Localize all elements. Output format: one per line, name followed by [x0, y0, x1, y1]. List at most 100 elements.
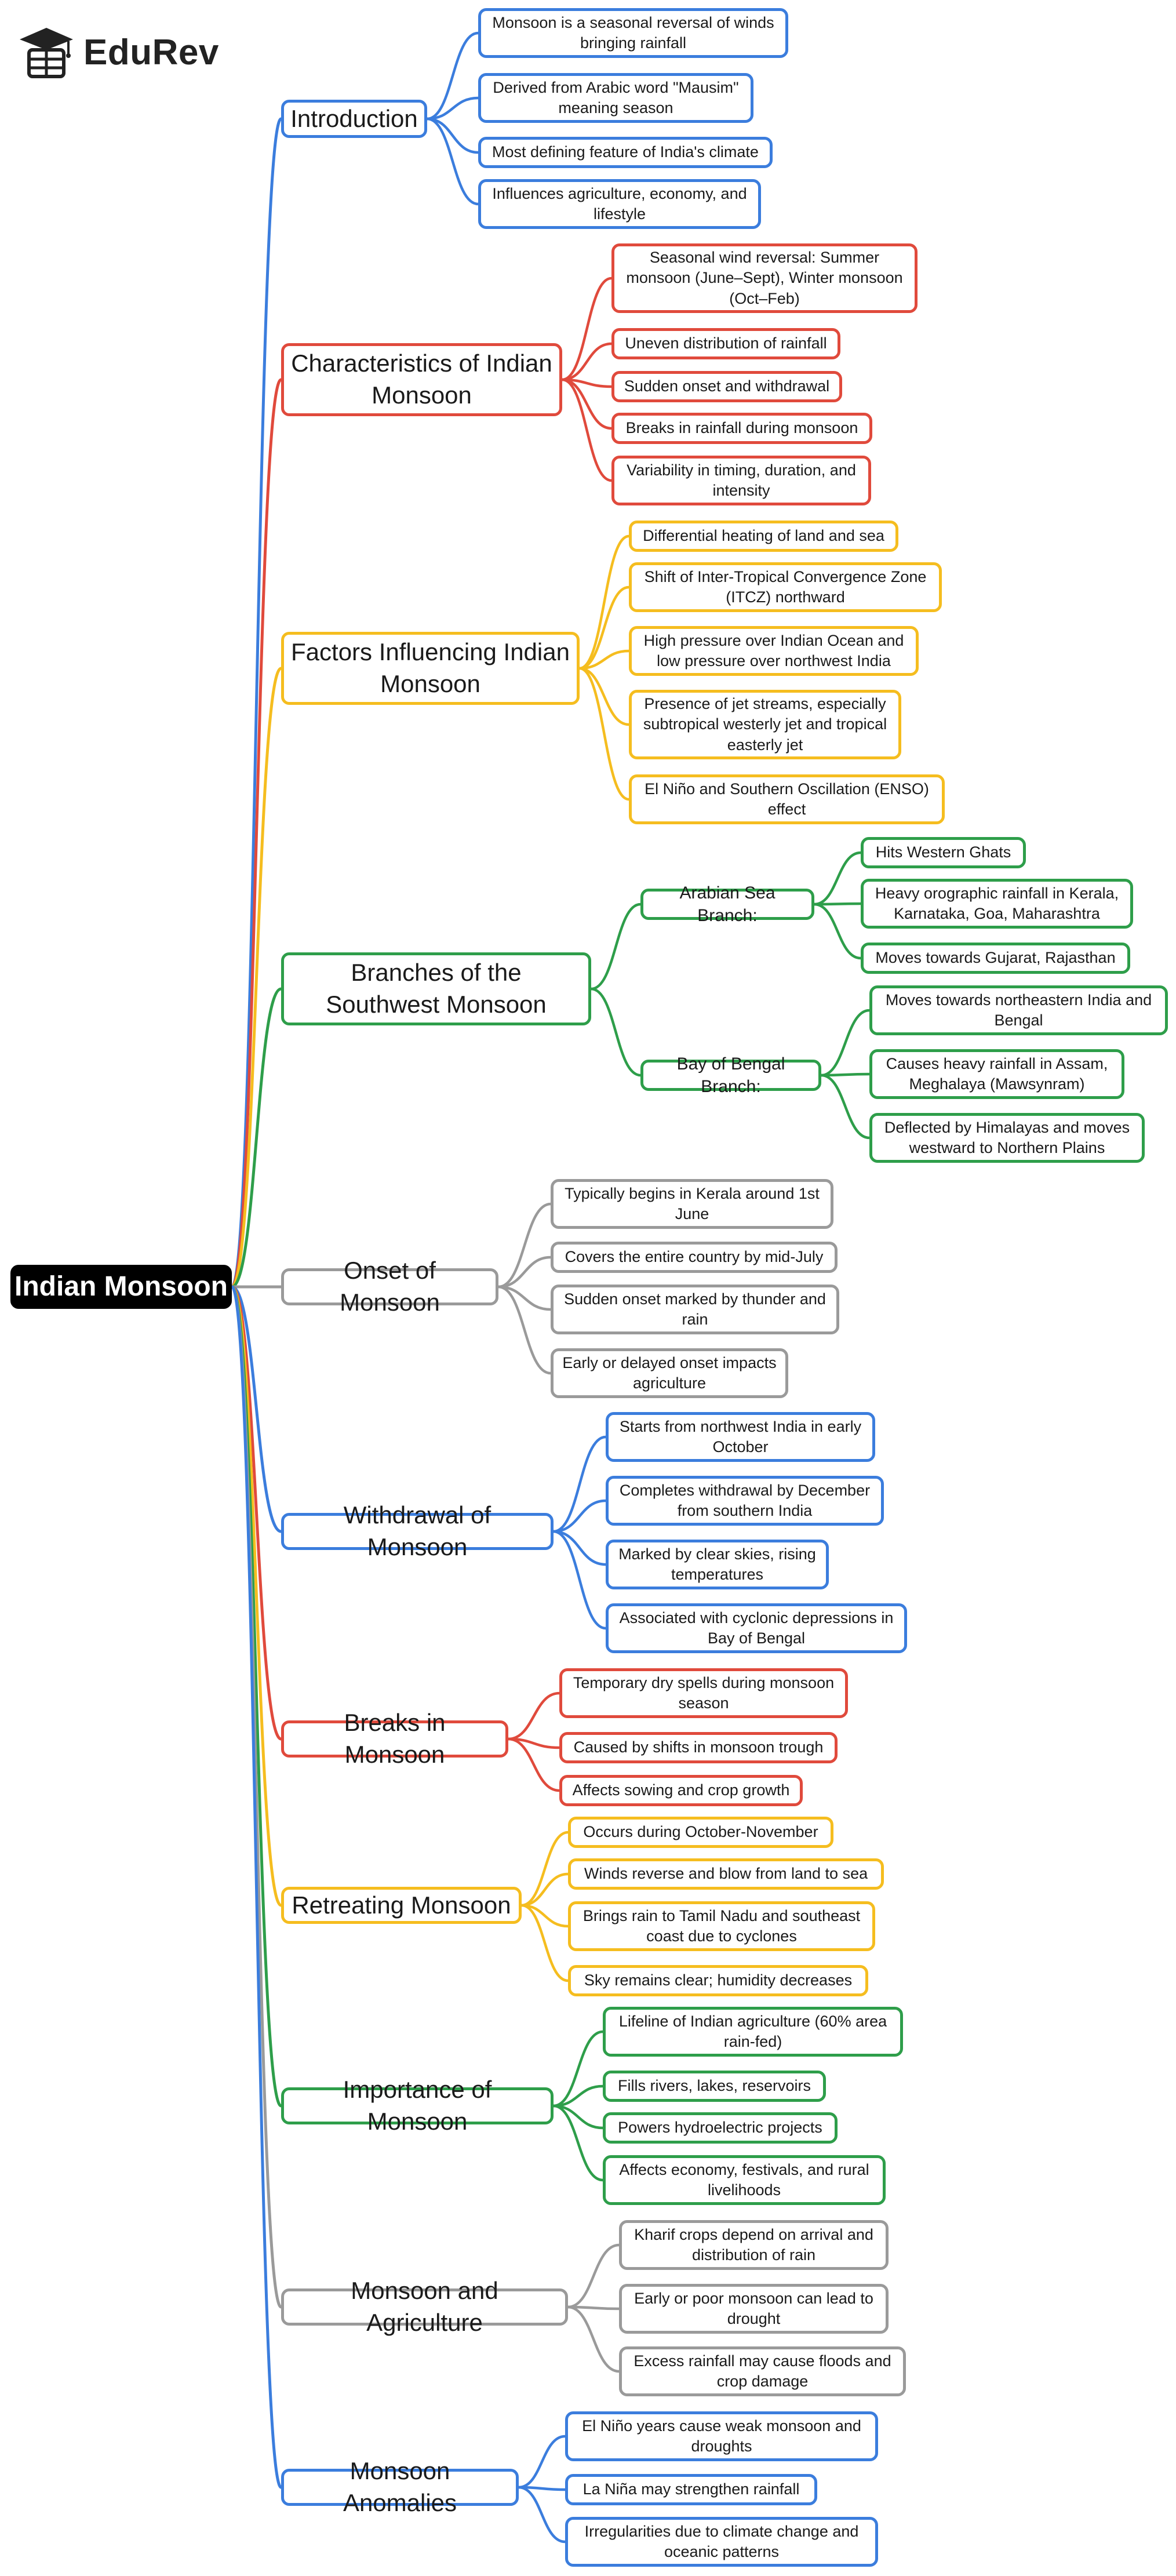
leaf-node: Completes withdrawal by December from so…	[606, 1476, 884, 1526]
category-to-leaf-connector	[425, 96, 480, 121]
leaf-node: Caused by shifts in monsoon trough	[559, 1732, 838, 1763]
category-node: Characteristics of Indian Monsoon	[281, 343, 562, 416]
category-to-leaf-connector	[552, 1435, 607, 1533]
leaf-node: Sudden onset and withdrawal	[611, 371, 842, 402]
leaf-node: Irregularities due to climate change and…	[565, 2517, 878, 2567]
leaf-node: Heavy orographic rainfall in Kerala, Kar…	[861, 879, 1133, 929]
leaf-node: Moves towards northeastern India and Ben…	[869, 985, 1168, 1035]
category-to-leaf-connector	[560, 276, 613, 381]
category-to-leaf-connector	[520, 1831, 570, 1907]
leaf-node: Monsoon is a seasonal reversal of winds …	[478, 8, 788, 58]
leaf-node: Fills rivers, lakes, reservoirs	[603, 2071, 826, 2102]
leaf-node: Early or poor monsoon can lead to drough…	[619, 2284, 889, 2334]
leaf-node: Variability in timing, duration, and int…	[611, 456, 871, 505]
category-to-leaf-connector	[578, 534, 631, 670]
subcategory-node: Arabian Sea Branch:	[640, 883, 814, 925]
leaf-node: Influences agriculture, economy, and lif…	[478, 179, 761, 229]
leaf-node: Sudden onset marked by thunder and rain	[551, 1285, 839, 1334]
category-node: Importance of Monsoon	[281, 2076, 554, 2135]
leaf-node: Differential heating of land and sea	[629, 521, 898, 552]
category-to-leaf-connector	[497, 1285, 552, 1311]
category-to-leaf-connector	[497, 1256, 552, 1289]
subcategory-node: Bay of Bengal Branch:	[640, 1054, 821, 1096]
root-to-category-connector	[230, 1285, 283, 2309]
category-to-leaf-connector	[520, 1904, 570, 1928]
category-to-leaf-connector	[560, 342, 613, 381]
subcategory-to-leaf-connector	[813, 851, 862, 906]
leaf-node: High pressure over Indian Ocean and low …	[629, 626, 919, 676]
category-to-leaf-connector	[507, 1737, 561, 1792]
root-to-category-connector	[230, 1285, 283, 2489]
category-to-leaf-connector	[552, 2104, 605, 2182]
leaf-node: Excess rainfall may cause floods and cro…	[619, 2346, 906, 2396]
category-node: Monsoon and Agriculture	[281, 2277, 568, 2336]
category-to-leaf-connector	[497, 1285, 552, 1375]
category-node: Onset of Monsoon	[281, 1257, 498, 1316]
category-node: Retreating Monsoon	[281, 1887, 522, 1924]
leaf-node: Seasonal wind reversal: Summer monsoon (…	[611, 243, 918, 313]
category-to-leaf-connector	[566, 2243, 621, 2309]
leaf-node: Starts from northwest India in early Oct…	[606, 1412, 875, 1462]
category-to-leaf-connector	[552, 1499, 607, 1533]
leaf-node: El Niño years cause weak monsoon and dro…	[565, 2411, 878, 2461]
leaf-node: Temporary dry spells during monsoon seas…	[559, 1668, 848, 1718]
leaf-node: Hits Western Ghats	[861, 837, 1026, 868]
category-to-leaf-connector	[520, 1872, 570, 1907]
leaf-node: Deflected by Himalayas and moves westwar…	[869, 1113, 1145, 1163]
root-to-category-connector	[230, 378, 283, 1289]
category-to-leaf-connector	[517, 2486, 567, 2544]
category-to-leaf-connector	[517, 2435, 567, 2489]
leaf-node: Sky remains clear; humidity decreases	[568, 1965, 868, 1996]
leaf-node: Powers hydroelectric projects	[603, 2112, 838, 2144]
category-to-leaf-connector	[552, 2104, 605, 2130]
category-to-leaf-connector	[578, 667, 631, 801]
leaf-node: Shift of Inter-Tropical Convergence Zone…	[629, 562, 942, 612]
category-node: Withdrawal of Monsoon	[281, 1501, 554, 1560]
subcategory-to-leaf-connector	[820, 1009, 871, 1077]
leaf-node: Associated with cyclonic depressions in …	[606, 1603, 907, 1653]
brand-name: EduRev	[83, 32, 219, 72]
leaf-node: Breaks in rainfall during monsoon	[611, 413, 872, 444]
leaf-node: Affects economy, festivals, and rural li…	[603, 2155, 886, 2205]
leaf-node: Early or delayed onset impacts agricultu…	[551, 1348, 788, 1398]
leaf-node: Uneven distribution of rainfall	[611, 328, 840, 359]
category-to-subcategory-connector	[589, 987, 642, 1077]
leaf-node: Winds reverse and blow from land to sea	[568, 1858, 884, 1890]
category-node: Monsoon Anomalies	[281, 2457, 519, 2516]
category-to-subcategory-connector	[589, 903, 642, 991]
category-to-leaf-connector	[517, 2486, 567, 2491]
leaf-node: Kharif crops depend on arrival and distr…	[619, 2220, 889, 2270]
leaf-node: Occurs during October-November	[568, 1817, 833, 1848]
leaf-node: Brings rain to Tamil Nadu and southeast …	[568, 1901, 875, 1951]
category-to-leaf-connector	[578, 585, 631, 670]
category-to-leaf-connector	[552, 1530, 607, 1630]
category-to-leaf-connector	[552, 2030, 605, 2108]
subcategory-to-leaf-connector	[820, 1074, 871, 1140]
category-to-leaf-connector	[578, 649, 631, 670]
leaf-node: La Niña may strengthen rainfall	[565, 2474, 817, 2505]
root-node: Indian Monsoon	[10, 1265, 232, 1309]
graduation-cap-logo-icon	[20, 28, 73, 78]
category-node: Branches of the Southwest Monsoon	[281, 952, 591, 1025]
category-to-leaf-connector	[578, 667, 631, 726]
root-to-category-connector	[230, 117, 283, 1289]
category-node: Introduction	[281, 100, 427, 138]
category-to-leaf-connector	[425, 31, 480, 121]
root-to-category-connector	[230, 987, 283, 1289]
category-node: Factors Influencing Indian Monsoon	[281, 632, 580, 705]
root-to-category-connector	[230, 667, 283, 1289]
leaf-node: Marked by clear skies, rising temperatur…	[606, 1540, 829, 1589]
category-to-leaf-connector	[552, 1530, 607, 1566]
leaf-node: Typically begins in Kerala around 1st Ju…	[551, 1179, 833, 1229]
category-node: Breaks in Monsoon	[281, 1709, 508, 1768]
leaf-node: Lifeline of Indian agriculture (60% area…	[603, 2007, 903, 2057]
root-to-category-connector	[230, 1285, 283, 1533]
leaf-node: Moves towards Gujarat, Rajasthan	[861, 943, 1130, 974]
category-to-leaf-connector	[520, 1904, 570, 1982]
leaf-node: El Niño and Southern Oscillation (ENSO) …	[629, 774, 945, 824]
category-to-leaf-connector	[560, 378, 613, 482]
leaf-node: Causes heavy rainfall in Assam, Meghalay…	[869, 1049, 1124, 1099]
category-to-leaf-connector	[497, 1202, 552, 1289]
category-to-leaf-connector	[566, 2305, 621, 2311]
